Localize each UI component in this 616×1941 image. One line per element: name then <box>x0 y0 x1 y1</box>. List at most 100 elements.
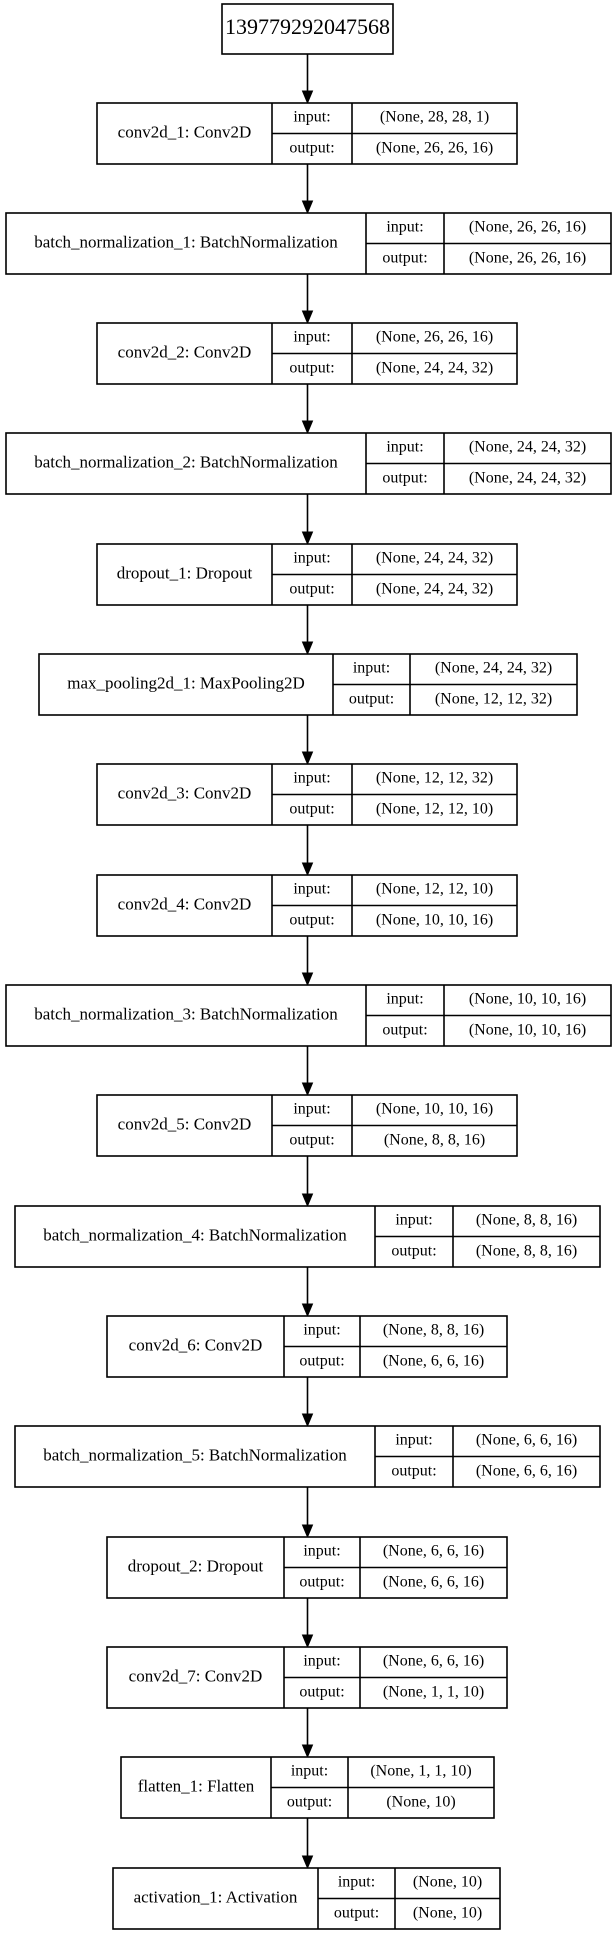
input-port-label: input: <box>395 1432 432 1449</box>
output-shape: (None, 26, 26, 16) <box>376 140 493 157</box>
edge-arrow <box>301 494 314 546</box>
input-shape: (None, 24, 24, 32) <box>376 550 493 567</box>
layer-node: conv2d_4: Conv2D input: output: (None, 12, … <box>96 874 518 937</box>
output-shape: (None, 24, 24, 32) <box>469 470 586 487</box>
input-port-label: input: <box>386 991 423 1008</box>
input-shape: (None, 12, 12, 32) <box>376 770 493 787</box>
edge-arrow <box>301 605 314 656</box>
edge-arrow <box>301 936 314 987</box>
edge-arrowhead <box>301 751 314 766</box>
edge-arrowhead <box>301 1855 314 1870</box>
output-port-label: output: <box>289 360 334 377</box>
input-shape: (None, 6, 6, 16) <box>383 1653 484 1670</box>
edge-arrow <box>301 1156 314 1208</box>
output-port-label: output: <box>382 1022 427 1039</box>
layer-box <box>14 1205 601 1268</box>
output-port-label: output: <box>299 1684 344 1701</box>
output-shape: (None, 24, 24, 32) <box>376 360 493 377</box>
edge-arrowhead <box>301 1524 314 1539</box>
output-shape: (None, 8, 8, 16) <box>384 1132 485 1149</box>
layer-node: batch_normalization_1: BatchNormalizatio… <box>5 212 612 275</box>
output-port-label: output: <box>289 1132 334 1149</box>
input-shape: (None, 6, 6, 16) <box>476 1432 577 1449</box>
input-port-label: input: <box>291 1763 328 1780</box>
layer-name: dropout_2: Dropout <box>128 1556 264 1575</box>
output-port-label: output: <box>287 1794 332 1811</box>
edge-arrow <box>301 1487 314 1539</box>
output-port-label: output: <box>299 1353 344 1370</box>
input-shape: (None, 24, 24, 32) <box>435 660 552 677</box>
output-shape: (None, 12, 12, 10) <box>376 801 493 818</box>
layer-name: conv2d_3: Conv2D <box>118 783 252 802</box>
input-shape: (None, 12, 12, 10) <box>376 881 493 898</box>
edge-arrow <box>301 54 314 105</box>
output-shape: (None, 6, 6, 16) <box>383 1353 484 1370</box>
edge-arrowhead <box>301 1413 314 1428</box>
input-port-label: input: <box>293 550 330 567</box>
edge-arrowhead <box>301 90 314 105</box>
layer-name: flatten_1: Flatten <box>138 1776 255 1795</box>
edge-arrowhead <box>301 420 314 435</box>
input-shape: (None, 6, 6, 16) <box>383 1543 484 1560</box>
layer-name: conv2d_7: Conv2D <box>129 1666 263 1685</box>
input-shape: (None, 28, 28, 1) <box>380 109 489 126</box>
output-shape: (None, 24, 24, 32) <box>376 581 493 598</box>
edge-arrow <box>301 1267 314 1318</box>
input-shape: (None, 26, 26, 16) <box>376 329 493 346</box>
input-node-box <box>221 3 394 55</box>
input-shape: (None, 24, 24, 32) <box>469 439 586 456</box>
input-port-label: input: <box>303 1322 340 1339</box>
input-port-label: input: <box>293 881 330 898</box>
edge-arrow <box>301 1708 314 1759</box>
output-shape: (None, 1, 1, 10) <box>383 1684 484 1701</box>
input-shape: (None, 8, 8, 16) <box>383 1322 484 1339</box>
input-shape: (None, 8, 8, 16) <box>476 1212 577 1229</box>
layer-node: max_pooling2d_1: MaxPooling2Dinput:outpu… <box>38 653 578 716</box>
output-shape: (None, 8, 8, 16) <box>476 1243 577 1260</box>
output-shape: (None, 6, 6, 16) <box>476 1463 577 1480</box>
output-port-label: output: <box>289 801 334 818</box>
layer-node: dropout_2: Dropout input: output: (None, 6,… <box>106 1536 508 1599</box>
layer-name: batch_normalization_5: BatchNormalizatio… <box>43 1445 347 1464</box>
edge-arrow <box>301 274 314 325</box>
output-port-label: output: <box>391 1463 436 1480</box>
layer-node: batch_normalization_2: BatchNormalizatio… <box>5 432 612 495</box>
input-node-label: 139779292047568 <box>225 14 390 39</box>
edge-arrowhead <box>301 862 314 877</box>
layer-name: batch_normalization_4: BatchNormalizatio… <box>43 1225 347 1244</box>
layer-name: conv2d_6: Conv2D <box>129 1335 263 1354</box>
edge-arrow <box>301 715 314 766</box>
edge-arrowhead <box>301 972 314 987</box>
edge-arrowhead <box>301 1082 314 1097</box>
output-shape: (None, 10) <box>413 1905 482 1922</box>
layer-node: batch_normalization_3: BatchNormalizatio… <box>5 984 612 1047</box>
input-port-label: input: <box>293 1101 330 1118</box>
input-port-label: input: <box>293 109 330 126</box>
edge-arrowhead <box>301 531 314 546</box>
input-shape: (None, 26, 26, 16) <box>469 219 586 236</box>
edge-arrow <box>301 1818 314 1870</box>
input-port-label: input: <box>303 1543 340 1560</box>
edge-arrowhead <box>301 1303 314 1318</box>
edge-arrow <box>301 825 314 877</box>
layer-name: max_pooling2d_1: MaxPooling2D <box>67 673 305 692</box>
output-port-label: output: <box>289 912 334 929</box>
edge-arrowhead <box>301 1744 314 1759</box>
output-port-label: output: <box>299 1574 344 1591</box>
layer-name: conv2d_1: Conv2D <box>118 122 252 141</box>
layer-name: conv2d_2: Conv2D <box>118 342 252 361</box>
layer-node: batch_normalization_4: BatchNormalizatio… <box>14 1205 601 1268</box>
layer-name: conv2d_4: Conv2D <box>118 894 252 913</box>
output-shape: (None, 12, 12, 32) <box>435 691 552 708</box>
output-port-label: output: <box>382 470 427 487</box>
edge-arrowhead <box>301 200 314 215</box>
layer-name: activation_1: Activation <box>134 1887 298 1906</box>
output-shape: (None, 10, 10, 16) <box>469 1022 586 1039</box>
